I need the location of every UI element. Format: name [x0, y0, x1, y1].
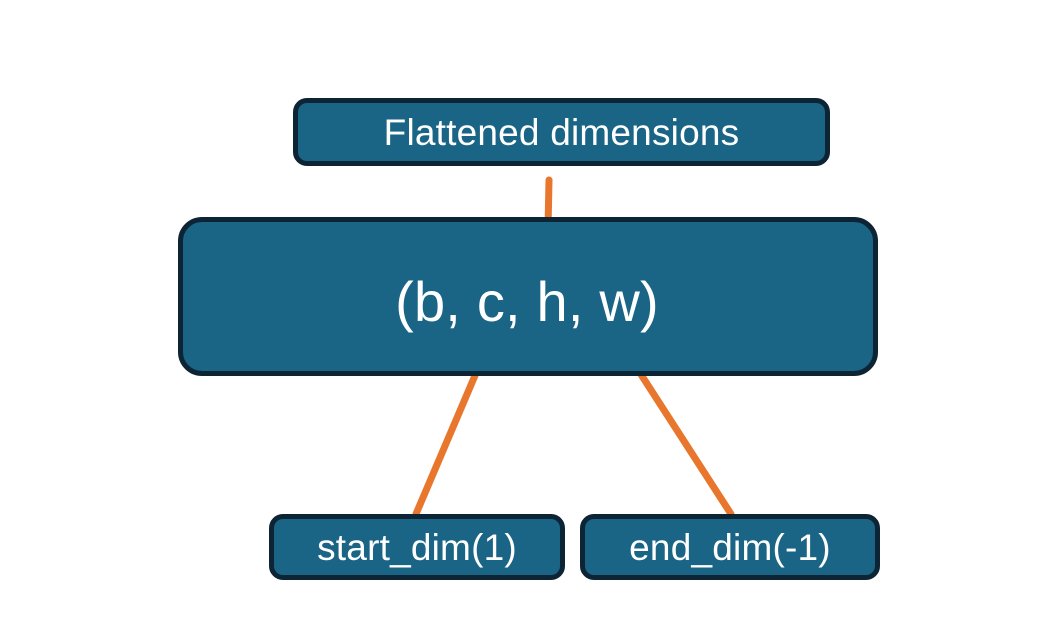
- node-tensor-shape-label: (b, c, h, w): [395, 269, 659, 333]
- node-flattened-dimensions-label: Flattened dimensions: [383, 111, 740, 153]
- node-tensor-shape[interactable]: (b, c, h, w): [178, 217, 878, 376]
- node-end-dim-label: end_dim(-1): [629, 526, 831, 568]
- node-flattened-dimensions[interactable]: Flattened dimensions: [293, 98, 830, 166]
- node-start-dim[interactable]: start_dim(1): [269, 514, 565, 580]
- node-start-dim-label: start_dim(1): [317, 526, 517, 568]
- node-end-dim[interactable]: end_dim(-1): [580, 514, 880, 580]
